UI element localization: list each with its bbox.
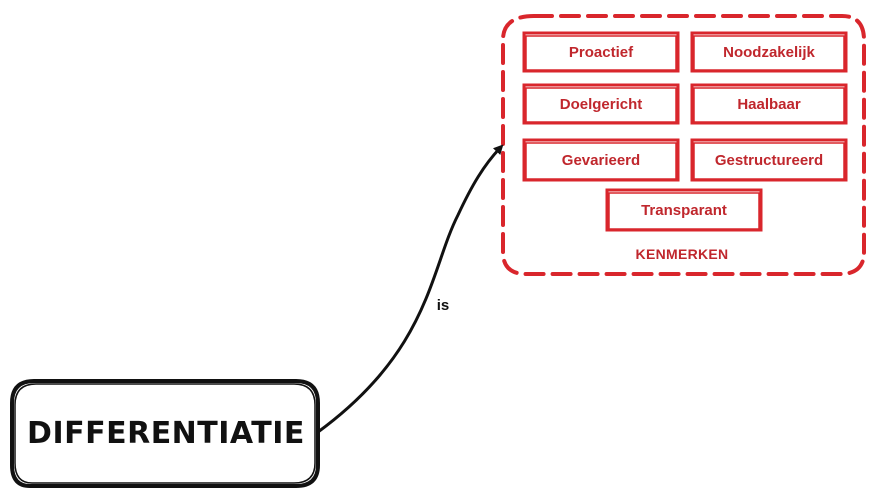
item-box-proactief: [522, 31, 680, 73]
main-node-label: DIFFERENTIATIE: [27, 415, 305, 451]
item-box-gestructureerd: [690, 138, 848, 182]
item-box-transparant: [605, 188, 763, 232]
item-label-gestructureerd: Gestructureerd: [714, 151, 824, 169]
item-label-noodzakelijk: Noodzakelijk: [723, 43, 815, 61]
connector-label: is: [436, 297, 450, 314]
group-label-kenmerken: KENMERKEN: [635, 246, 729, 262]
item-label-doelgericht: Doelgericht: [559, 95, 643, 113]
item-box-doelgericht: [522, 83, 680, 125]
main-node-border: [10, 379, 320, 488]
kenmerken-group-border: [501, 14, 866, 276]
item-box-haalbaar: [690, 83, 848, 125]
connector-arrow: [317, 144, 504, 434]
item-label-proactief: Proactief: [568, 43, 634, 61]
item-label-transparant: Transparant: [641, 201, 727, 219]
item-box-noodzakelijk: [690, 31, 848, 73]
item-label-gevarieerd: Gevarieerd: [561, 151, 641, 169]
item-label-haalbaar: Haalbaar: [737, 95, 801, 113]
item-box-gevarieerd: [522, 138, 680, 182]
